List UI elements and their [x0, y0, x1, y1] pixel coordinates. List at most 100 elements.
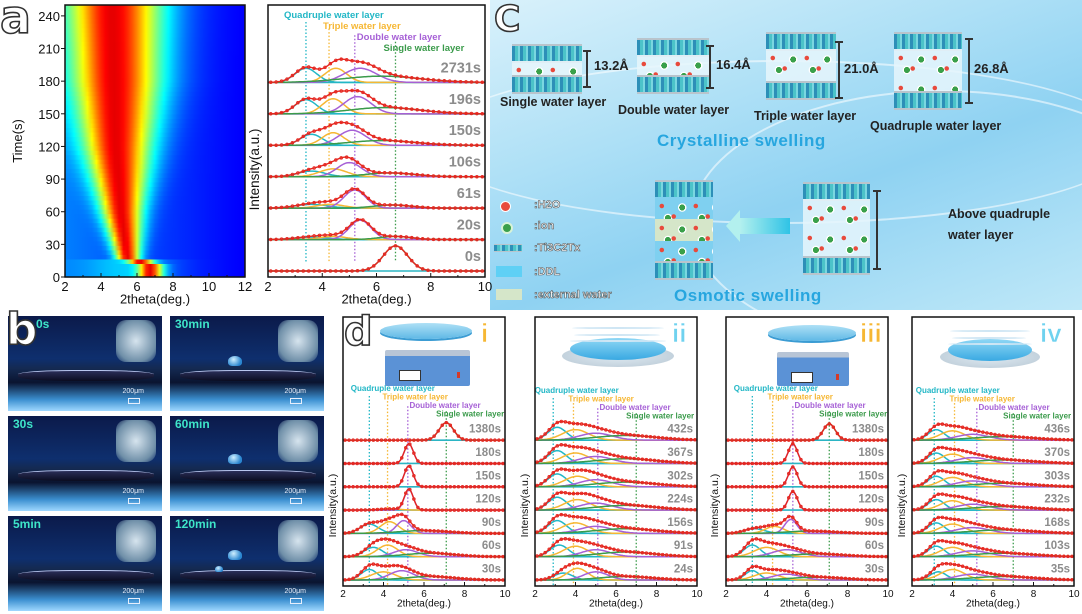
data-point [811, 550, 815, 555]
data-point [377, 136, 381, 141]
data-point [948, 517, 953, 521]
data-point [493, 531, 497, 536]
data-point [489, 461, 493, 466]
data-point [738, 550, 742, 554]
data-point [981, 430, 985, 434]
trace-370s: 370s [911, 445, 1074, 465]
heatmap-row [65, 36, 245, 42]
data-point [981, 500, 985, 504]
heatmap-row [65, 54, 245, 60]
data-point [823, 461, 827, 466]
data-point [782, 438, 787, 442]
data-point [843, 576, 848, 581]
data-point [847, 508, 852, 512]
data-point [323, 162, 327, 167]
data-point [660, 576, 665, 581]
data-point [452, 485, 457, 489]
data-point [290, 204, 295, 208]
data-point [876, 461, 880, 466]
data-point [758, 461, 763, 466]
osmotic-swelling-title: Osmotic swelling [674, 286, 822, 305]
heatmap-row [65, 236, 245, 242]
data-point [924, 432, 928, 436]
heatmap-row [65, 14, 245, 20]
data-point [660, 552, 665, 557]
time-label: 156s [667, 517, 693, 529]
state-label: Double water layer [618, 103, 730, 117]
data-point [355, 218, 360, 222]
data-point [624, 479, 628, 483]
data-point [827, 575, 832, 580]
data-point [1017, 435, 1022, 439]
data-point [863, 577, 868, 582]
data-point [1029, 506, 1034, 510]
data-point [964, 449, 969, 454]
data-point [559, 537, 564, 542]
legend-label: :Ti3C2Tx [534, 242, 581, 255]
data-point [681, 507, 685, 512]
data-point [604, 474, 608, 479]
panel-c-schematic: C 13.2Å Single water layer 16.4Å Double … [490, 0, 1082, 310]
data-point [600, 427, 604, 431]
data-point [317, 269, 322, 273]
heatmap-row [65, 204, 245, 210]
panel-label-c: C [493, 0, 521, 40]
data-point [420, 205, 425, 209]
data-point [301, 269, 306, 273]
data-point [432, 574, 436, 579]
data-point [787, 514, 791, 519]
data-point [770, 541, 775, 545]
data-point [464, 577, 469, 581]
data-point [762, 438, 767, 442]
fit-curve [726, 442, 888, 465]
data-point [579, 445, 584, 450]
data-point [1037, 436, 1042, 441]
data-point [415, 108, 419, 112]
time-label: 302s [667, 470, 693, 482]
data-point [1033, 459, 1038, 464]
data-point [359, 508, 363, 512]
data-point [952, 424, 957, 428]
data-point [387, 461, 392, 466]
data-point [464, 174, 468, 179]
data-point [872, 531, 876, 536]
data-point [460, 461, 465, 466]
data-point [363, 461, 368, 466]
heatmap-row [65, 32, 245, 38]
data-point [285, 236, 289, 241]
data-point [835, 485, 840, 489]
data-point [440, 461, 444, 466]
data-point [347, 438, 351, 442]
data-point [387, 537, 392, 542]
trace-196s: 196s [268, 88, 485, 116]
data-point [823, 575, 827, 579]
data-point [366, 267, 371, 271]
data-point [399, 246, 403, 250]
data-point [656, 552, 661, 557]
heatmap-row [65, 195, 245, 201]
data-point [843, 485, 848, 489]
data-point [351, 529, 355, 534]
data-point [372, 134, 376, 139]
data-point [819, 431, 823, 436]
data-point [1017, 505, 1022, 509]
data-point [301, 66, 306, 70]
data-point [880, 531, 884, 536]
external-water-swatch-icon [496, 289, 522, 300]
data-point [1049, 507, 1054, 511]
fit-curve [726, 490, 888, 511]
data-point [608, 499, 612, 503]
time-label: 20s [457, 218, 481, 234]
fit-curve [726, 466, 888, 488]
data-point [571, 491, 576, 496]
data-point [754, 525, 759, 530]
data-point [973, 428, 977, 433]
data-point [351, 554, 355, 558]
data-point [393, 73, 398, 77]
data-point [458, 111, 463, 115]
data-point [339, 120, 343, 125]
data-point [485, 554, 489, 559]
data-point [567, 563, 572, 567]
heatmap-row [65, 209, 245, 215]
fit-curve [911, 562, 1074, 581]
